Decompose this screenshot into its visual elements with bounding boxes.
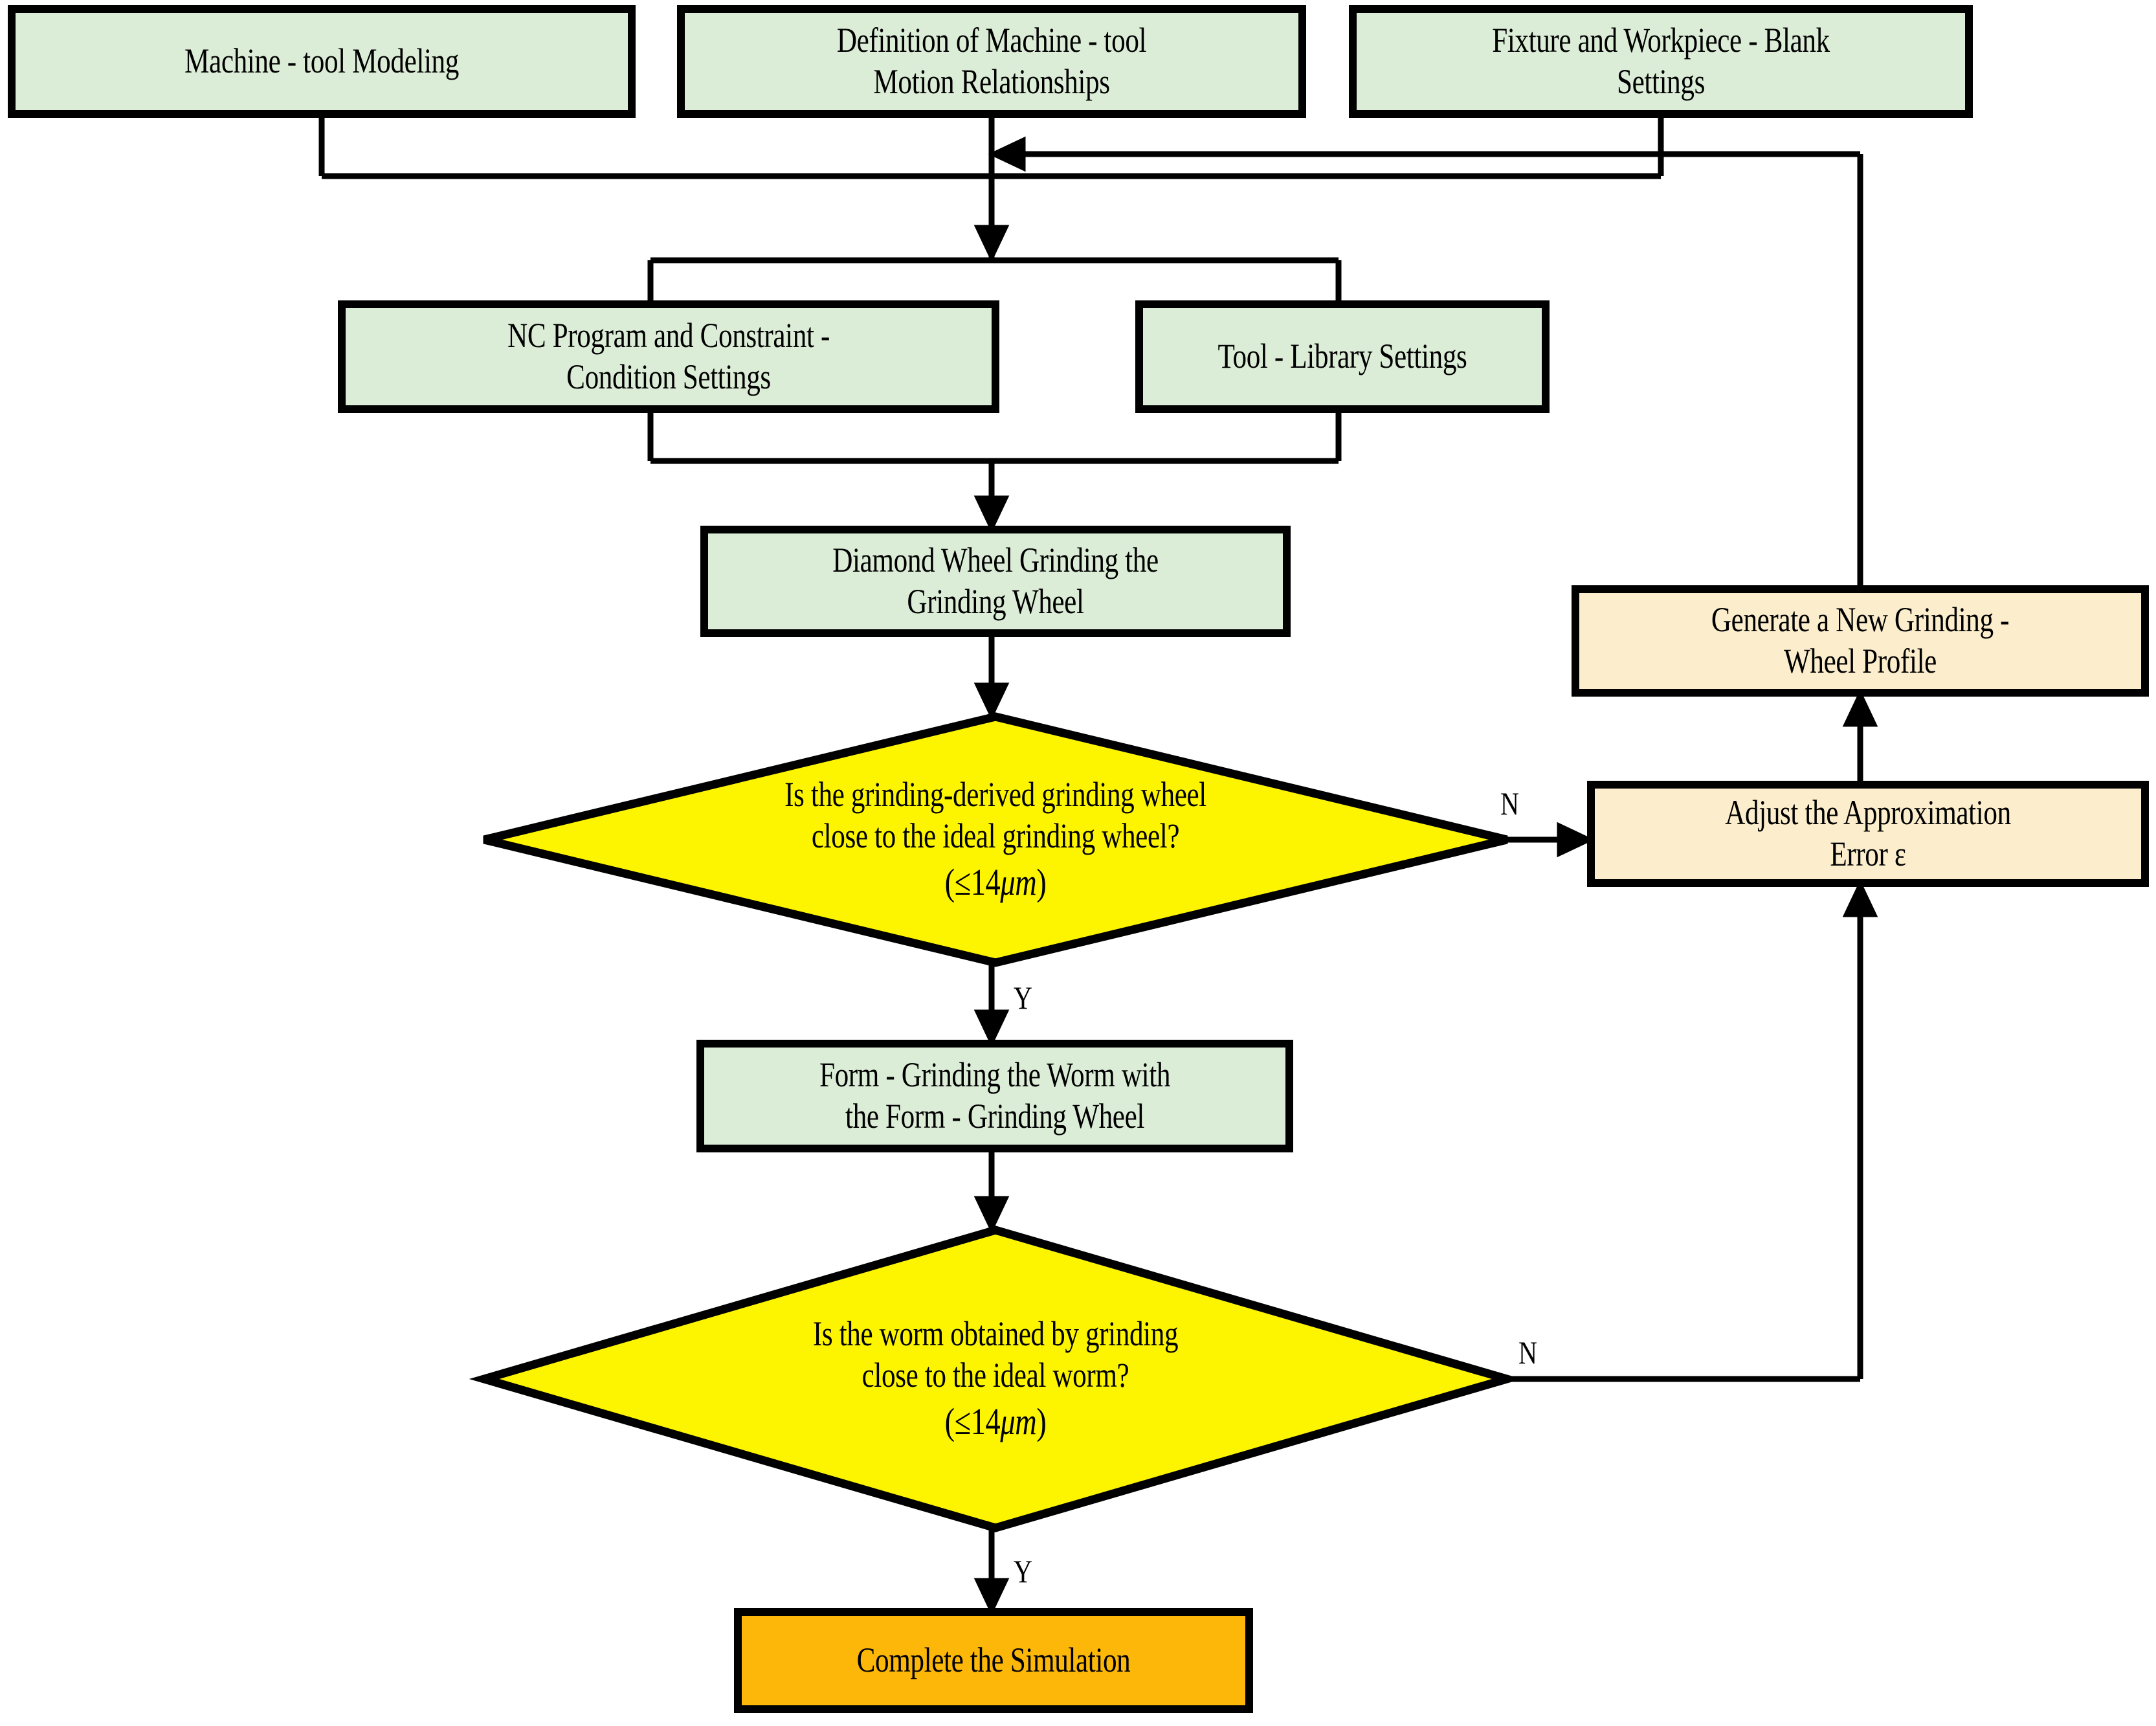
nodes-layer <box>8 5 2149 1713</box>
adjust-the-approximation-error-box[interactable] <box>1587 781 2149 887</box>
edge-label-no-wheel: N <box>1500 785 1519 822</box>
edge-label-no-worm: N <box>1518 1334 1537 1371</box>
diamond-wheel-grinding-the-grinding-wheel-box[interactable] <box>700 526 1291 637</box>
machine-tool-modeling-box[interactable] <box>8 5 636 118</box>
complete-the-simulation-box[interactable] <box>734 1608 1253 1713</box>
decision-worm-accuracy[interactable] <box>469 1226 1522 1532</box>
decision-grinding-wheel-accuracy[interactable] <box>483 712 1508 967</box>
generate-a-new-grinding-wheel-profile-box[interactable] <box>1572 585 2149 697</box>
nc-program-and-constraint-condition-settings-box[interactable] <box>338 300 999 413</box>
edges-layer <box>318 114 1878 1616</box>
edge-label-yes-wheel: Y <box>1014 980 1032 1016</box>
form-grinding-the-worm-box[interactable] <box>696 1040 1293 1152</box>
definition-of-machine-tool-motion-relationships-box[interactable] <box>677 5 1306 118</box>
edge-label-yes-worm: Y <box>1014 1553 1032 1589</box>
tool-library-settings-box[interactable] <box>1135 300 1550 413</box>
fixture-and-workpiece-blank-settings-box[interactable] <box>1349 5 1973 118</box>
